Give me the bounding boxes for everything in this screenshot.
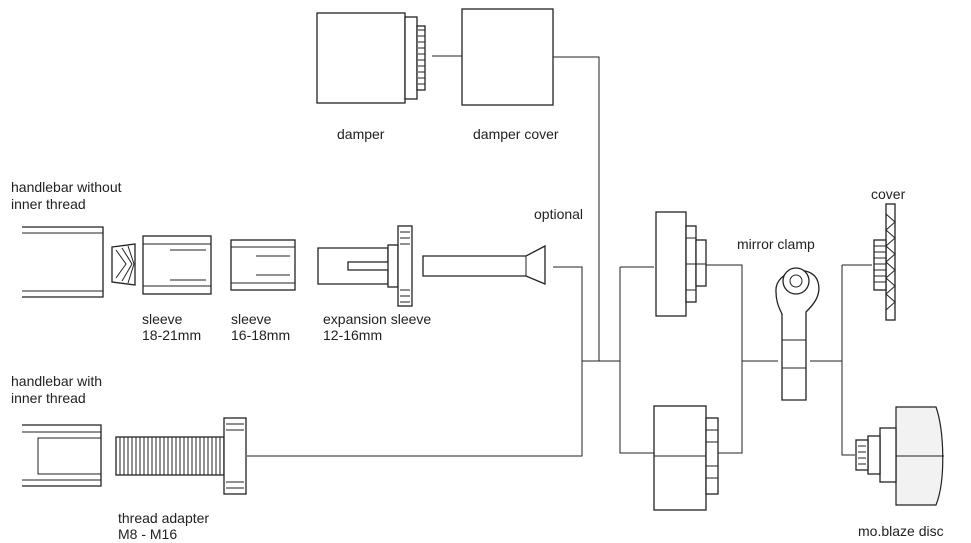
expansion-sleeve-label-line2: 12-16mm [323, 327, 383, 343]
thread-adapter-label-line1: thread adapter [118, 510, 210, 526]
handlebar-without-thread-label-line2: inner thread [11, 196, 86, 212]
sleeve-16-18-label-line2: 16-18mm [231, 327, 291, 343]
mo-blaze-disc-part [855, 406, 944, 506]
connector-lines [247, 55, 872, 457]
expansion-sleeve-label-line1: expansion sleeve [323, 311, 432, 327]
cover-label: cover [871, 186, 906, 202]
handlebar-with-thread-label-line2: inner thread [11, 390, 86, 406]
bolt-part [422, 244, 546, 285]
damper-cover-label: damper cover [473, 126, 559, 142]
handlebar-with-thread-part [22, 424, 102, 487]
clamp-half-upper-part [655, 211, 707, 317]
mirror-clamp-label: mirror clamp [737, 236, 815, 252]
thread-adapter-part [115, 417, 247, 495]
damper-part [316, 12, 426, 104]
sleeve-16-18-label-line1: sleeve [231, 311, 272, 327]
damper-cover-part [461, 8, 554, 106]
mo-blaze-disc-label: mo.blaze disc [858, 523, 944, 539]
sleeve-18-21-label-line2: 18-21mm [142, 327, 202, 343]
cone-insert-part [111, 243, 136, 286]
sleeve-18-21-label-line1: sleeve [142, 311, 183, 327]
expansion-sleeve-part [317, 225, 413, 307]
cover-part [873, 203, 896, 321]
sleeve-18-21-part [142, 235, 212, 295]
damper-label: damper [337, 126, 385, 142]
handlebar-without-thread-part [22, 226, 104, 298]
handlebar-without-thread-label-line1: handlebar without [11, 179, 122, 195]
optional-label: optional [534, 206, 584, 222]
mirror-clamp-part [775, 267, 820, 401]
handlebar-with-thread-label-line1: handlebar with [11, 373, 103, 389]
sleeve-16-18-part [230, 239, 296, 291]
clamp-half-lower-part [653, 405, 719, 511]
thread-adapter-label-line2: M8 - M16 [118, 526, 178, 542]
